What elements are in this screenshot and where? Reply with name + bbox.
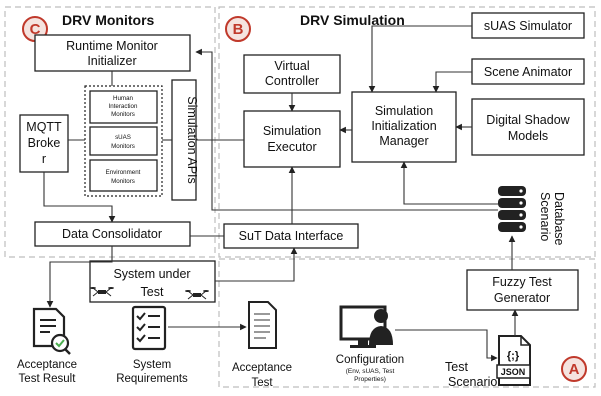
svg-text:Models: Models bbox=[508, 129, 548, 143]
acceptance-test-result-label-2: Test Result bbox=[19, 373, 77, 385]
svg-text:MQTT: MQTT bbox=[26, 120, 62, 134]
svg-text:Scenario: Scenario bbox=[538, 192, 552, 241]
virtual-controller-box: Virtual Controller bbox=[243, 54, 341, 94]
database-icon bbox=[498, 186, 526, 232]
acceptance-test-label-2: Test bbox=[251, 377, 273, 389]
monitor-user-icon bbox=[339, 305, 393, 348]
svg-text:Environment: Environment bbox=[106, 169, 141, 176]
digital-shadow-models-box: Digital Shadow Models bbox=[471, 98, 585, 156]
test-scenario-label: Test bbox=[445, 360, 468, 374]
svg-text:System under: System under bbox=[113, 267, 190, 281]
svg-text:Human: Human bbox=[113, 95, 134, 102]
configuration-label: Configuration bbox=[336, 354, 404, 366]
mqtt-to-consolidator-connector bbox=[43, 172, 116, 223]
svg-text:r: r bbox=[42, 152, 46, 166]
badge-b: B bbox=[225, 16, 251, 42]
test-scenario-label-2: Scenario bbox=[448, 375, 497, 389]
drv-simulation-section bbox=[218, 6, 596, 258]
document-search-icon bbox=[32, 307, 71, 355]
svg-text:SuT Data Interface: SuT Data Interface bbox=[239, 229, 344, 243]
svg-text:Monitors: Monitors bbox=[111, 111, 135, 118]
badge-a: A bbox=[561, 356, 587, 382]
sut-data-interface-box: SuT Data Interface bbox=[223, 223, 359, 249]
svg-text:sUAS: sUAS bbox=[115, 134, 131, 141]
checklist-icon bbox=[131, 305, 167, 351]
runtime-monitor-initializer-box: Runtime Monitor Initializer bbox=[34, 34, 191, 72]
configuration-detail-2: Properties) bbox=[354, 376, 386, 383]
db-to-init-connector bbox=[400, 161, 498, 205]
consolidator-to-result-connector bbox=[46, 246, 113, 308]
svg-text:Initializer: Initializer bbox=[87, 54, 136, 68]
svg-text:Fuzzy Test: Fuzzy Test bbox=[492, 275, 552, 289]
drv-simulation-title: DRV Simulation bbox=[300, 12, 405, 28]
system-requirements-label-2: Requirements bbox=[116, 373, 188, 385]
drone-icon bbox=[90, 287, 114, 297]
svg-text:Simulation: Simulation bbox=[263, 124, 321, 138]
acceptance-test-label: Acceptance bbox=[232, 362, 292, 374]
environment-monitors-box: Environment Monitors bbox=[89, 159, 158, 192]
scene-animator-box: Scene Animator bbox=[471, 58, 585, 85]
svg-text:Broke: Broke bbox=[28, 136, 61, 150]
suas-monitors-box: sUAS Monitors bbox=[89, 126, 158, 156]
svg-text:A: A bbox=[569, 361, 580, 378]
svg-text:sUAS Simulator: sUAS Simulator bbox=[484, 19, 572, 33]
document-icon bbox=[248, 301, 277, 349]
simulation-apis-box: Simulation APIs bbox=[171, 79, 199, 201]
svg-text:Data Consolidator: Data Consolidator bbox=[62, 227, 162, 241]
acceptance-section bbox=[218, 258, 596, 388]
scenario-database-label: Scenario Database bbox=[538, 192, 566, 246]
svg-text:Simulation: Simulation bbox=[375, 104, 433, 118]
svg-text:Controller: Controller bbox=[265, 74, 319, 88]
svg-text:Scene Animator: Scene Animator bbox=[484, 65, 572, 79]
drv-monitors-section bbox=[4, 6, 216, 258]
configuration-detail: (Env, sUAS, Test bbox=[346, 368, 395, 375]
acceptance-test-result-label: Acceptance bbox=[17, 359, 77, 371]
suas-simulator-box: sUAS Simulator bbox=[471, 12, 585, 39]
svg-text:Monitors: Monitors bbox=[111, 143, 135, 150]
svg-text:Database: Database bbox=[552, 192, 566, 246]
svg-text:Virtual: Virtual bbox=[274, 59, 309, 73]
simulation-initialization-manager-box: Simulation Initialization Manager bbox=[351, 91, 457, 163]
sut-to-interface-connector bbox=[215, 247, 298, 282]
system-requirements-label: System bbox=[133, 359, 171, 371]
json-file-icon: {;} JSON bbox=[496, 335, 531, 386]
svg-text:{;}: {;} bbox=[507, 350, 520, 362]
svg-text:Generator: Generator bbox=[494, 291, 550, 305]
svg-text:Simulation APIs: Simulation APIs bbox=[185, 96, 199, 184]
svg-text:Manager: Manager bbox=[379, 134, 428, 148]
scene-to-init-connector bbox=[432, 71, 472, 93]
svg-text:Runtime Monitor: Runtime Monitor bbox=[66, 39, 158, 53]
svg-text:Executor: Executor bbox=[267, 140, 316, 154]
svg-text:Monitors: Monitors bbox=[111, 178, 135, 185]
drv-monitors-title: DRV Monitors bbox=[62, 12, 155, 28]
svg-text:B: B bbox=[233, 21, 244, 38]
fuzzy-test-generator-box: Fuzzy Test Generator bbox=[466, 269, 579, 311]
drone-icon bbox=[185, 290, 209, 300]
suas-to-init-connector bbox=[368, 25, 472, 93]
svg-text:C: C bbox=[30, 21, 41, 38]
svg-text:JSON: JSON bbox=[501, 367, 526, 377]
svg-text:Test: Test bbox=[141, 285, 164, 299]
config-to-json-connector bbox=[395, 329, 498, 362]
db-to-simapis-connector bbox=[195, 48, 498, 211]
svg-text:Initialization: Initialization bbox=[371, 119, 436, 133]
mqtt-broker-box: MQTT Broke r bbox=[19, 114, 69, 173]
simulation-executor-box: Simulation Executor bbox=[243, 110, 341, 168]
data-consolidator-box: Data Consolidator bbox=[34, 221, 191, 247]
svg-text:Digital Shadow: Digital Shadow bbox=[486, 113, 570, 127]
svg-text:Interaction: Interaction bbox=[109, 103, 138, 110]
human-interaction-monitors-box: Human Interaction Monitors bbox=[89, 90, 158, 124]
